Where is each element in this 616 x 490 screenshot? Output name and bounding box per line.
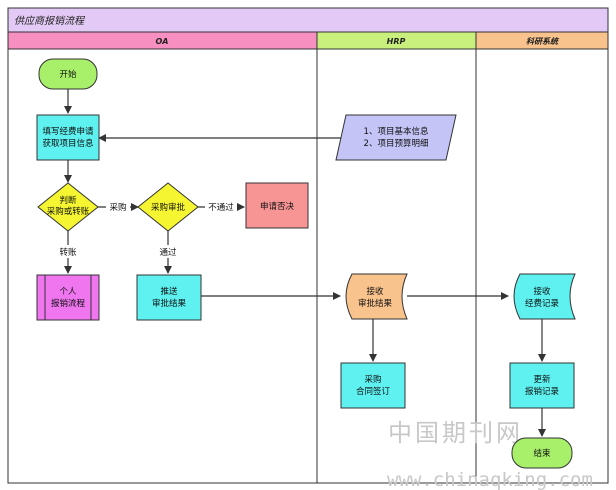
- node-personal-label-1: 个人: [59, 287, 77, 297]
- watermark-cn: 中国期刊网: [388, 419, 523, 447]
- node-reject[interactable]: [245, 182, 309, 229]
- node-purchase-contract[interactable]: [340, 362, 406, 409]
- node-contract-label-2: 合同签订: [356, 386, 391, 397]
- node-push-result[interactable]: [136, 274, 202, 321]
- node-start-label: 开始: [59, 69, 77, 80]
- node-contract-label-1: 采购: [364, 374, 381, 385]
- node-start[interactable]: [38, 58, 98, 90]
- edge-label-pass: 通过: [159, 247, 177, 258]
- node-hrp-receive[interactable]: [345, 273, 408, 320]
- diagram-title: 供应商报销流程: [14, 15, 86, 27]
- node-hrp-receive-label-1: 接收: [366, 286, 384, 297]
- node-approval-decision[interactable]: [137, 182, 199, 232]
- node-approval-label: 采购审批: [151, 202, 186, 213]
- lanes-body: [7, 48, 609, 484]
- node-update-label-1: 更新: [533, 374, 551, 385]
- node-research-receive[interactable]: [513, 273, 576, 320]
- edge-label-transfer: 转账: [59, 247, 77, 258]
- node-personal-label-2: 报销流程: [51, 298, 86, 309]
- node-update-record[interactable]: [509, 362, 575, 409]
- node-fill-application[interactable]: [36, 114, 100, 161]
- watermark-url: www.chinaqking.com: [387, 469, 593, 490]
- node-reject-label: 申请否决: [260, 201, 295, 212]
- lane-oa-label: OA: [156, 37, 169, 46]
- node-push-label-2: 审批结果: [152, 298, 187, 309]
- node-judge-label-2: 采购或转账: [47, 206, 90, 217]
- node-fill-label-2: 获取项目信息: [42, 138, 94, 149]
- node-judge-decision[interactable]: [37, 182, 99, 232]
- node-research-receive-label-1: 接收: [533, 286, 551, 297]
- lane-hrp-label: HRP: [387, 37, 406, 46]
- node-judge-label-1: 判断: [59, 195, 77, 206]
- edge-label-purchase: 采购: [109, 202, 126, 213]
- node-end[interactable]: [511, 437, 573, 469]
- node-research-receive-label-2: 经费记录: [525, 298, 560, 309]
- node-end-label: 结束: [533, 448, 551, 459]
- edge-label-not-pass: 不通过: [208, 202, 234, 213]
- node-info-label-2: 2、项目预算明细: [364, 138, 429, 149]
- node-project-info[interactable]: [335, 114, 457, 161]
- node-fill-label-1: 填写经费申请: [42, 126, 94, 137]
- node-update-label-2: 报销记录: [525, 386, 560, 397]
- node-info-label-1: 1、项目基本信息: [364, 126, 429, 137]
- lane-research-label: 科研系统: [526, 37, 560, 46]
- title-bar: [7, 7, 609, 33]
- node-push-label-1: 推送: [160, 286, 178, 297]
- node-personal-process[interactable]: [36, 274, 100, 321]
- node-hrp-receive-label-2: 审批结果: [358, 298, 393, 309]
